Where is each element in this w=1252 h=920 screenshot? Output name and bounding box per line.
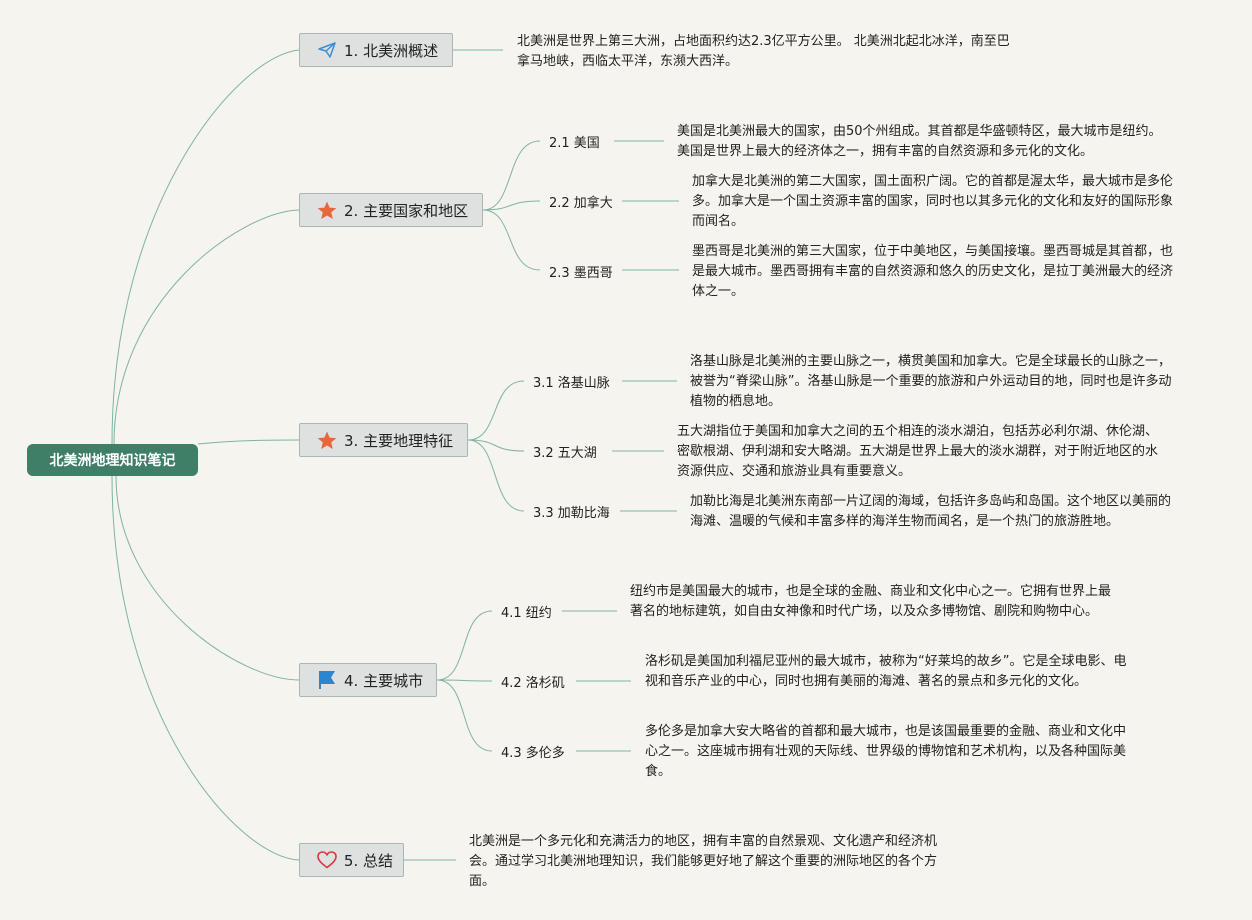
note-summary: 北美洲是一个多元化和充满活力的地区，拥有丰富的自然景观、文化遗产和经济机会。通过… [469, 834, 938, 889]
link-root-topic-4 [115, 475, 300, 681]
heart-icon [316, 850, 338, 870]
topic-label: 3. 主要地理特征 [344, 431, 454, 450]
subtopic-great-lakes[interactable]: 3.2 五大湖 [533, 446, 597, 461]
note-overview: 北美洲是世界上第三大洲，占地面积约达2.3亿平方公里。 北美洲北起北冰洋，南至巴… [517, 34, 1010, 69]
note-usa: 美国是北美洲最大的国家，由50个州组成。其首都是华盛顿特区，最大城市是纽约。美国… [677, 124, 1162, 159]
note-mexico: 墨西哥是北美洲的第三大国家，位于中美地区，与美国接壤。墨西哥城是其首都，也是最大… [692, 244, 1174, 299]
note-toronto: 多伦多是加拿大安大略省的首都和最大城市，也是该国最重要的金融、商业和文化中心之一… [645, 724, 1127, 779]
topic-geography[interactable]: 3. 主要地理特征 [299, 423, 468, 457]
subtopic-los-angeles[interactable]: 4.2 洛杉矶 [501, 676, 565, 691]
star-icon [316, 200, 338, 220]
subtopic-new-york[interactable]: 4.1 纽约 [501, 606, 552, 621]
root-topic[interactable]: 北美洲地理知识笔记 [27, 444, 198, 476]
paper-plane-icon [316, 40, 338, 60]
subtopic-mexico[interactable]: 2.3 墨西哥 [549, 266, 613, 281]
topic-label: 2. 主要国家和地区 [344, 201, 469, 220]
link-root-topic-3 [197, 439, 300, 445]
subtopic-canada[interactable]: 2.2 加拿大 [549, 196, 613, 211]
note-canada: 加拿大是北美洲的第二大国家，国土面积广阔。它的首都是渥太华，最大城市是多伦多。加… [692, 174, 1174, 229]
note-great-lakes: 五大湖指位于美国和加拿大之间的五个相连的淡水湖泊，包括苏必利尔湖、休伦湖、密歇根… [677, 424, 1159, 479]
subtopic-caribbean[interactable]: 3.3 加勒比海 [533, 506, 610, 521]
subtopic-toronto[interactable]: 4.3 多伦多 [501, 746, 565, 761]
note-los-angeles: 洛杉矶是美国加利福尼亚州的最大城市，被称为“好莱坞的故乡”。它是全球电影、电视和… [645, 654, 1127, 689]
note-caribbean: 加勒比海是北美洲东南部一片辽阔的海域，包括许多岛屿和岛国。这个地区以美丽的海滩、… [690, 494, 1172, 529]
link-root-topic-5 [111, 475, 300, 861]
star-icon [316, 430, 338, 450]
topic-label: 5. 总结 [343, 851, 393, 870]
topic-cities[interactable]: 4. 主要城市 [299, 663, 437, 697]
subtopic-rockies[interactable]: 3.1 洛基山脉 [533, 376, 610, 391]
link-root-topic-1 [111, 49, 300, 445]
note-rockies: 洛基山脉是北美洲的主要山脉之一，横贯美国和加拿大。它是全球最长的山脉之一，被誉为… [690, 354, 1172, 409]
subtopic-usa[interactable]: 2.1 美国 [549, 136, 600, 151]
topic-countries[interactable]: 2. 主要国家和地区 [299, 193, 483, 227]
topic-summary[interactable]: 5. 总结 [299, 843, 404, 877]
note-new-york: 纽约市是美国最大的城市，也是全球的金融、商业和文化中心之一。它拥有世界上最著名的… [630, 584, 1112, 619]
topic-label: 1. 北美洲概述 [344, 41, 439, 60]
topic-label: 4. 主要城市 [344, 671, 424, 690]
flag-icon [316, 670, 338, 690]
link-root-topic-2 [113, 209, 300, 445]
topic-overview[interactable]: 1. 北美洲概述 [299, 33, 453, 67]
